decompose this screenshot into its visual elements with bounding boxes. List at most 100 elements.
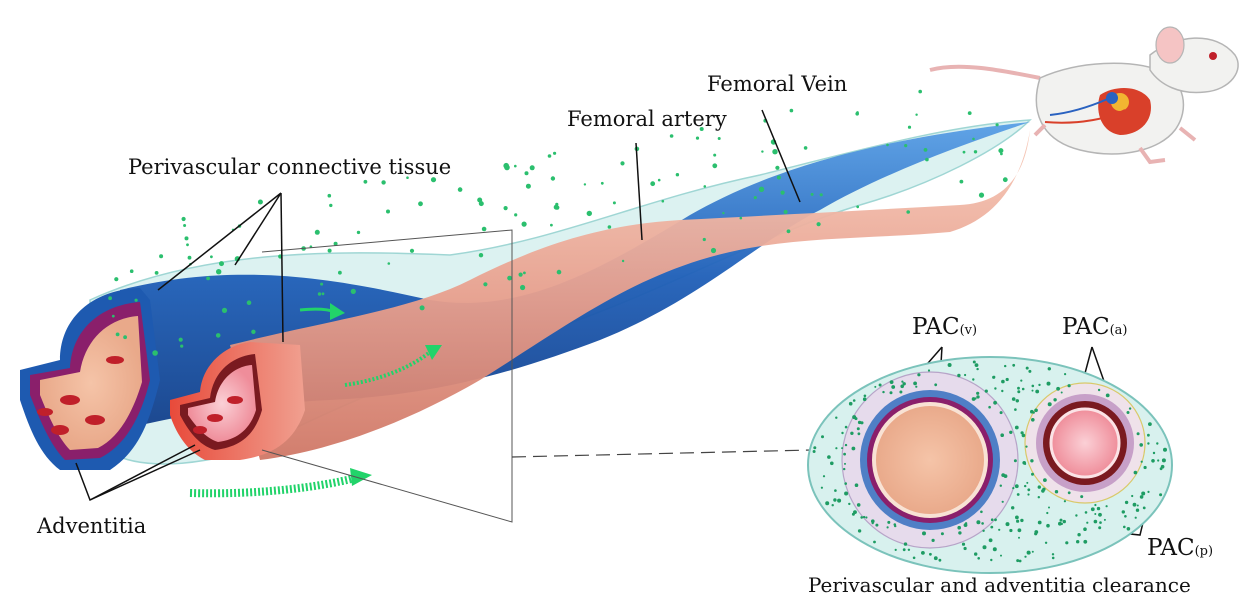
interstitial-dot (1009, 529, 1012, 532)
tracer-dot (718, 137, 721, 140)
interstitial-dot (1028, 370, 1031, 373)
interstitial-dot (1016, 559, 1019, 562)
interstitial-dot (863, 516, 865, 518)
interstitial-dot (1038, 384, 1040, 386)
interstitial-dot (962, 543, 965, 546)
tracer-dot (972, 138, 975, 141)
interstitial-dot (1098, 526, 1101, 529)
tracer-dot (787, 229, 791, 233)
interstitial-dot (855, 417, 858, 420)
interstitial-dot (1015, 516, 1019, 520)
interstitial-dot (1000, 411, 1003, 414)
interstitial-dot (904, 542, 907, 545)
interstitial-dot (934, 383, 937, 386)
interstitial-dot (1086, 522, 1088, 524)
interstitial-dot (843, 453, 846, 456)
interstitial-dot (939, 559, 942, 562)
interstitial-dot (1065, 541, 1068, 544)
interstitial-dot (1009, 431, 1012, 434)
interstitial-dot (837, 499, 841, 503)
interstitial-dot (858, 529, 861, 532)
interstitial-dot (974, 552, 977, 555)
section-connector-line (512, 450, 812, 457)
interstitial-dot (821, 435, 824, 438)
tracer-dot (479, 253, 483, 257)
interstitial-dot (1129, 407, 1131, 409)
tracer-dot (328, 194, 332, 198)
tracer-dot (116, 333, 120, 337)
tracer-dot (216, 333, 221, 338)
interstitial-dot (1015, 484, 1019, 488)
interstitial-dot (1053, 398, 1056, 401)
interstitial-dot (928, 369, 930, 371)
tracer-dot (613, 201, 616, 204)
interstitial-dot (1056, 387, 1060, 391)
interstitial-dot (976, 520, 980, 524)
tracer-dot (458, 187, 463, 192)
tracer-dot (740, 217, 743, 220)
interstitial-dot (832, 504, 834, 506)
interstitial-dot (993, 547, 997, 551)
interstitial-dot (1061, 392, 1063, 394)
interstitial-dot (834, 489, 837, 492)
interstitial-dot (1012, 487, 1014, 489)
interstitial-dot (1157, 459, 1159, 461)
interstitial-dot (1032, 551, 1034, 553)
tracer-dot (548, 154, 552, 158)
tracer-dot (152, 350, 158, 356)
interstitial-dot (1012, 397, 1016, 401)
interstitial-dot (993, 401, 997, 405)
interstitial-dot (913, 382, 917, 386)
tracer-dot (525, 171, 529, 175)
interstitial-dot (1068, 384, 1071, 387)
tracer-dot (507, 276, 512, 281)
interstitial-dot (1017, 387, 1020, 390)
interstitial-dot (1127, 527, 1131, 531)
tracer-dot (712, 163, 717, 168)
interstitial-dot (1018, 528, 1022, 532)
tracer-dot (820, 193, 823, 196)
interstitial-dot (1014, 459, 1017, 462)
interstitial-dot (1026, 482, 1028, 484)
tracer-dot (351, 289, 356, 294)
interstitial-dot (964, 374, 966, 376)
tracer-dot (790, 109, 794, 113)
tracer-dot (722, 212, 724, 214)
tracer-dot (388, 262, 391, 265)
tracer-dot (998, 148, 1003, 153)
interstitial-dot (1002, 501, 1004, 503)
tracer-dot (364, 180, 368, 184)
tracer-dot (781, 191, 785, 195)
tracer-dot (601, 182, 604, 185)
interstitial-dot (976, 368, 978, 370)
tracer-dot (886, 144, 889, 147)
tracer-dot (550, 224, 553, 227)
interstitial-dot (1139, 443, 1143, 447)
interstitial-dot (1137, 432, 1140, 435)
interstitial-dot (1076, 540, 1079, 543)
interstitial-dot (844, 463, 846, 465)
interstitial-dot (948, 363, 952, 367)
interstitial-dot (852, 447, 856, 451)
interstitial-dot (1000, 433, 1004, 437)
interstitial-dot (1136, 509, 1139, 512)
interstitial-dot (977, 557, 980, 560)
tracer-dot (123, 335, 127, 339)
tracer-dot (908, 126, 911, 129)
interstitial-dot (1147, 442, 1149, 444)
label-femoral-artery: Femoral artery (567, 107, 727, 131)
tracer-dot (855, 112, 859, 116)
interstitial-dot (1048, 507, 1050, 509)
interstitial-dot (981, 522, 984, 525)
interstitial-dot (921, 551, 925, 555)
interstitial-dot (1141, 461, 1143, 463)
interstitial-dot (1017, 493, 1020, 496)
tracer-dot (322, 292, 325, 295)
interstitial-dot (858, 432, 861, 435)
interstitial-dot (1016, 399, 1019, 402)
interstitial-dot (844, 492, 848, 496)
tracer-dot (182, 217, 186, 221)
tracer-dot (608, 225, 612, 229)
tracer-dot (676, 173, 679, 176)
tracer-dot (522, 222, 527, 227)
